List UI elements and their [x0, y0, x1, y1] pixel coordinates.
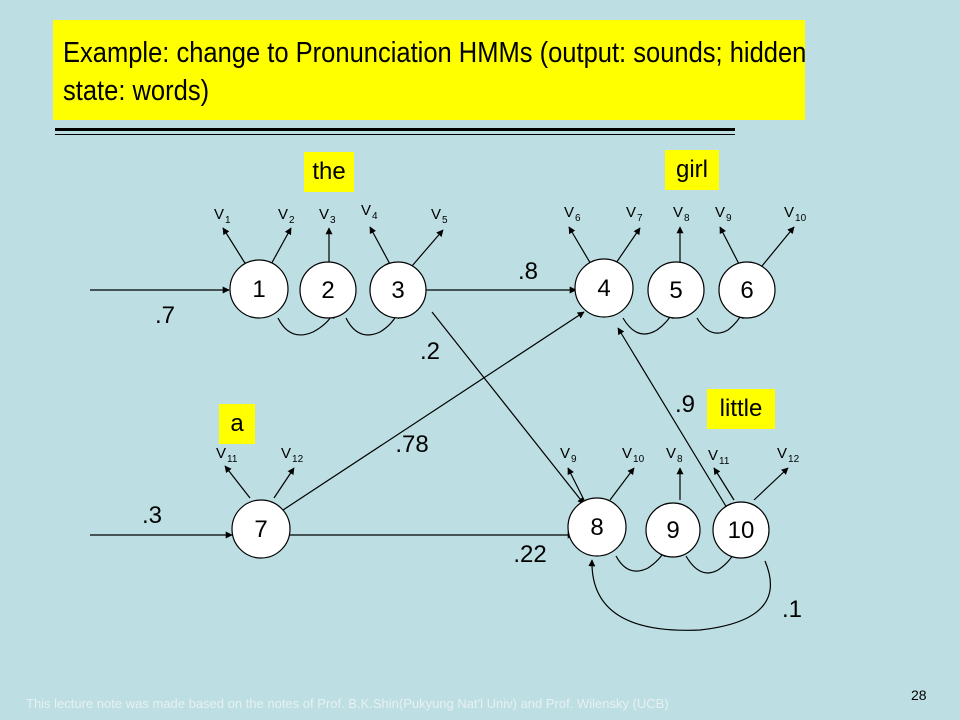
emission-label-the-5: V5: [431, 206, 448, 226]
word-label-a: a: [219, 404, 255, 444]
emission-label-the-3: V3: [319, 206, 336, 226]
emission-arrows: [222, 226, 795, 501]
emission-label-little-4: V11: [708, 447, 730, 467]
word-label-the: the: [304, 152, 354, 192]
slide-title: Example: change to Pronunciation HMMs (o…: [63, 37, 807, 107]
emission-label-girl-4: V9: [715, 204, 732, 224]
emission-label-little-2: V10: [622, 445, 645, 465]
emission-label-a-1: V11: [216, 445, 238, 465]
emission-label-little-3: V8: [666, 445, 683, 465]
prob-3-to-4: .8: [518, 258, 538, 285]
state-7-label: 7: [254, 516, 267, 543]
prob-start-1: .7: [155, 302, 175, 329]
prob-start-7: .3: [142, 502, 162, 529]
prob-10-to-4: .9: [675, 391, 695, 418]
emission-label-the-2: V2: [278, 206, 295, 226]
emission-label-girl-2: V7: [626, 204, 643, 224]
state-numbers: 1 2 3 4 5 6 7 8 9 10: [252, 275, 754, 544]
probability-labels: .7 .3 .8 .2 .78 .22 .9 .1: [142, 258, 802, 623]
state-3-label: 3: [391, 277, 404, 304]
state-10-label: 10: [728, 517, 755, 544]
title-banner: Example: change to Pronunciation HMMs (o…: [53, 20, 806, 120]
emission-label-girl-3: V8: [673, 204, 690, 224]
page-number: 28: [911, 687, 927, 703]
state-circles: [229, 258, 776, 559]
state-6-label: 6: [740, 277, 753, 304]
state-4-label: 4: [597, 275, 610, 302]
emission-label-the-1: V1: [214, 206, 231, 226]
emission-label-little-1: V9: [560, 445, 577, 465]
state-5-label: 5: [669, 277, 682, 304]
prob-7-to-4: .78: [395, 431, 428, 458]
emission-label-a-2: V12: [281, 445, 304, 465]
transition-arrows: [90, 286, 771, 631]
title-underline-thin: [55, 134, 735, 135]
emission-label-girl-5: V10: [784, 204, 807, 224]
state-9-label: 9: [666, 517, 679, 544]
prob-3-to-8: .2: [420, 338, 440, 365]
state-1-label: 1: [252, 276, 265, 303]
state-8-label: 8: [590, 514, 603, 541]
emission-label-the-4: V4: [361, 202, 378, 222]
prob-10-to-8: .1: [782, 596, 802, 623]
prob-7-to-8: .22: [513, 541, 546, 568]
title-underline-thick: [55, 128, 735, 131]
word-label-little: little: [707, 389, 775, 429]
word-label-girl: girl: [665, 150, 719, 190]
emission-label-girl-1: V6: [564, 204, 581, 224]
footer-credit: This lecture note was made based on the …: [26, 696, 669, 711]
state-2-label: 2: [321, 277, 334, 304]
emission-label-little-5: V12: [777, 445, 800, 465]
